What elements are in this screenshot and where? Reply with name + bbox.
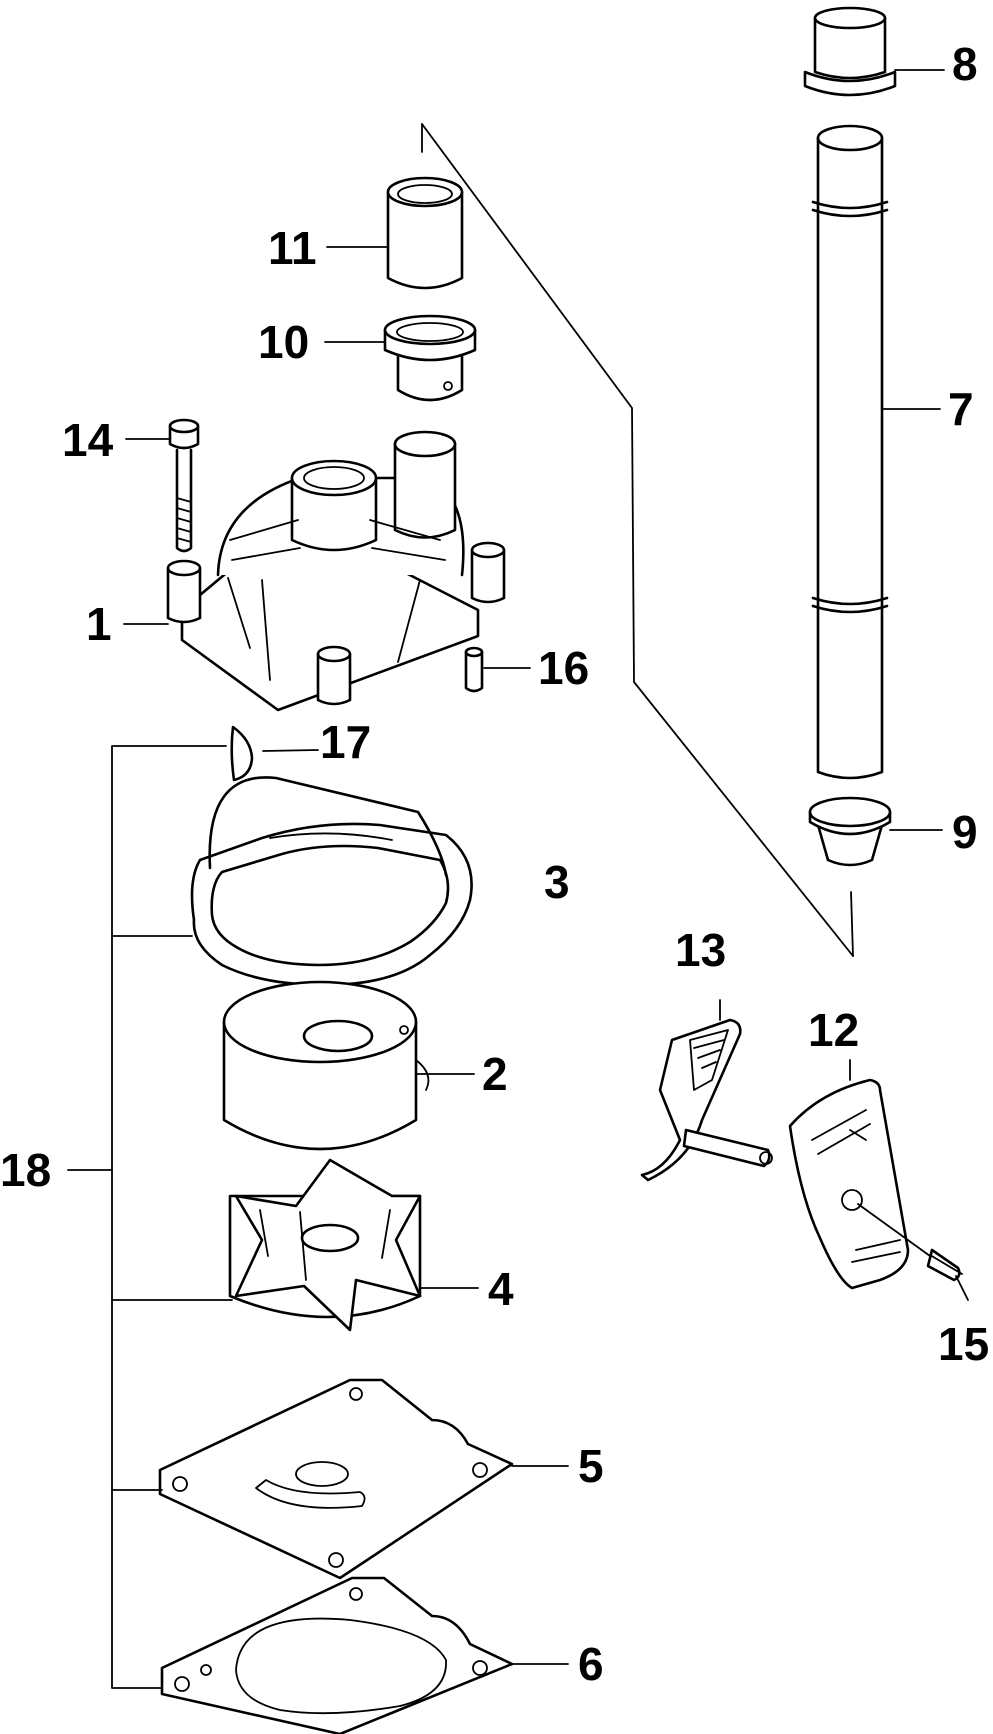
part-12-cover	[788, 1059, 910, 1290]
callout-13: 13	[675, 924, 726, 976]
part-1-pump-housing	[123, 430, 506, 712]
callout-18: 18	[0, 1144, 51, 1196]
callout-1: 1	[86, 598, 112, 650]
callout-16: 16	[538, 642, 589, 694]
part-2-pump-liner	[222, 980, 475, 1151]
part-11-sleeve	[326, 176, 464, 290]
callout-10: 10	[258, 316, 309, 368]
callout-6: 6	[578, 1638, 604, 1690]
part-17-key	[230, 725, 319, 782]
part-15-screw	[857, 1203, 969, 1301]
assembly-guide-lines	[421, 123, 854, 957]
callout-11: 11	[268, 222, 317, 274]
callout-4: 4	[488, 1263, 514, 1315]
part-13-lever	[640, 999, 773, 1182]
part-10-seal	[324, 314, 477, 402]
part-6-lower-gasket	[160, 1576, 569, 1734]
callout-8: 8	[952, 38, 978, 90]
callout-9: 9	[952, 806, 978, 858]
callout-7: 7	[948, 383, 974, 435]
part-14-bolt	[125, 418, 200, 553]
callout-12: 12	[808, 1004, 859, 1056]
part-3-gasket-outline	[190, 776, 473, 987]
part-18-kit-bracket	[67, 745, 233, 1689]
callout-2: 2	[482, 1048, 508, 1100]
part-4-impeller	[228, 1158, 479, 1332]
part-7-water-tube	[811, 124, 941, 780]
callout-14: 14	[62, 414, 114, 466]
part-9-grommet	[808, 796, 943, 867]
callout-17: 17	[320, 716, 371, 768]
callout-5: 5	[578, 1440, 604, 1492]
part-callouts: 1 2 3 4 5 6 7 8 9 10 11 12 13 14 15 16 1…	[0, 38, 989, 1690]
part-5-plate-gasket	[158, 1378, 569, 1580]
part-16-pin	[464, 646, 531, 693]
part-8-bushing	[803, 6, 945, 97]
callout-15: 15	[938, 1318, 989, 1370]
callout-3: 3	[544, 856, 570, 908]
